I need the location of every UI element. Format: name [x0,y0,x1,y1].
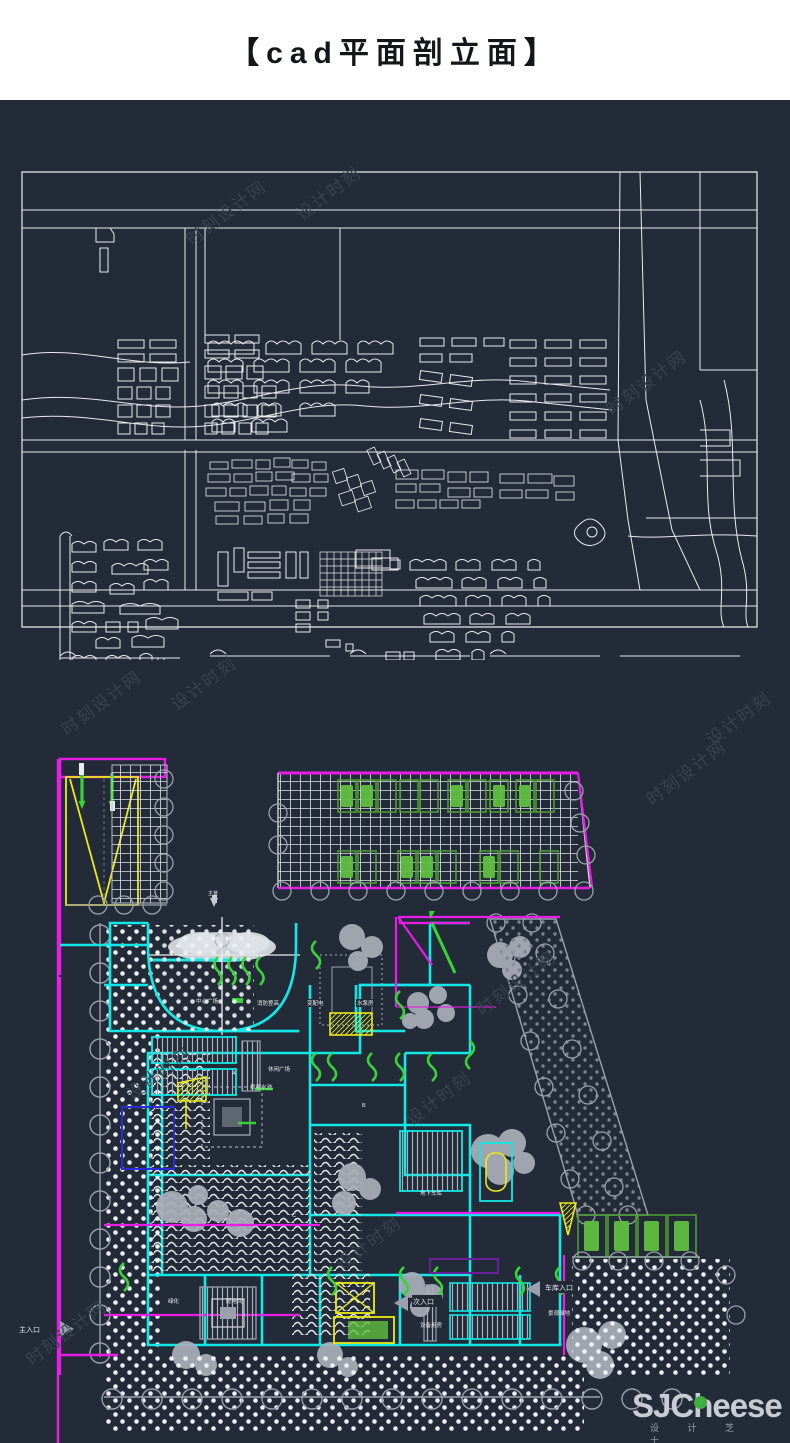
svg-text:配电间: 配电间 [226,1297,243,1305]
page-title: 【cad平面剖立面】 [229,37,561,70]
svg-text:景观绿地: 景观绿地 [548,1309,571,1317]
svg-text:主入口: 主入口 [19,1325,40,1334]
cad-canvas: 主景 中心广场 [0,100,790,1443]
purple-accent [429,1258,499,1274]
svg-text:变配电: 变配电 [307,999,324,1007]
site-plan-top [21,171,758,660]
svg-text:车库入口: 车库入口 [545,1283,573,1292]
svg-text:A: A [232,1071,236,1077]
green-connectors [118,940,566,1296]
site-plan-bottom: 主景 中心广场 [18,757,746,1443]
svg-text:绿化: 绿化 [168,1297,180,1305]
section-block-left [58,757,174,975]
svg-text:次入口: 次入口 [413,1297,434,1306]
brand-logo: SJCheese 设 计 芝 士 [632,1383,783,1443]
logo-dot-icon [694,1396,707,1409]
svg-text:消防登高: 消防登高 [257,999,280,1007]
entrance-markers: 主入口 次入口 车库入口 [18,1281,578,1337]
logo-wordmark: SJCheese [632,1387,783,1424]
svg-text:休闲广场: 休闲广场 [268,1065,291,1073]
svg-text:B: B [362,1103,366,1109]
logo-subtitle: 设 计 芝 士 [650,1423,748,1443]
svg-text:设备用房: 设备用房 [420,1321,443,1329]
svg-text:C: C [292,1213,296,1219]
svg-text:主景: 主景 [208,890,218,897]
leader-line [430,922,457,974]
parking-deck-top [268,771,596,901]
site-boundary [58,915,566,1375]
detail-blocks [151,954,531,1344]
blue-accent [121,1106,175,1170]
plan-labels: 消防登高 变配电 水泵房 景观水池 A B C 地下车库 设备用房 配电间 绿化… [168,999,571,1329]
bottom-planting-strip [101,1355,683,1431]
page-header: 【cad平面剖立面】 [0,0,790,100]
svg-text:景观水池: 景观水池 [250,1083,273,1091]
parking-row-right [558,1202,746,1377]
svg-text:水泵房: 水泵房 [357,999,374,1007]
svg-text:地下车库: 地下车库 [420,1189,443,1197]
